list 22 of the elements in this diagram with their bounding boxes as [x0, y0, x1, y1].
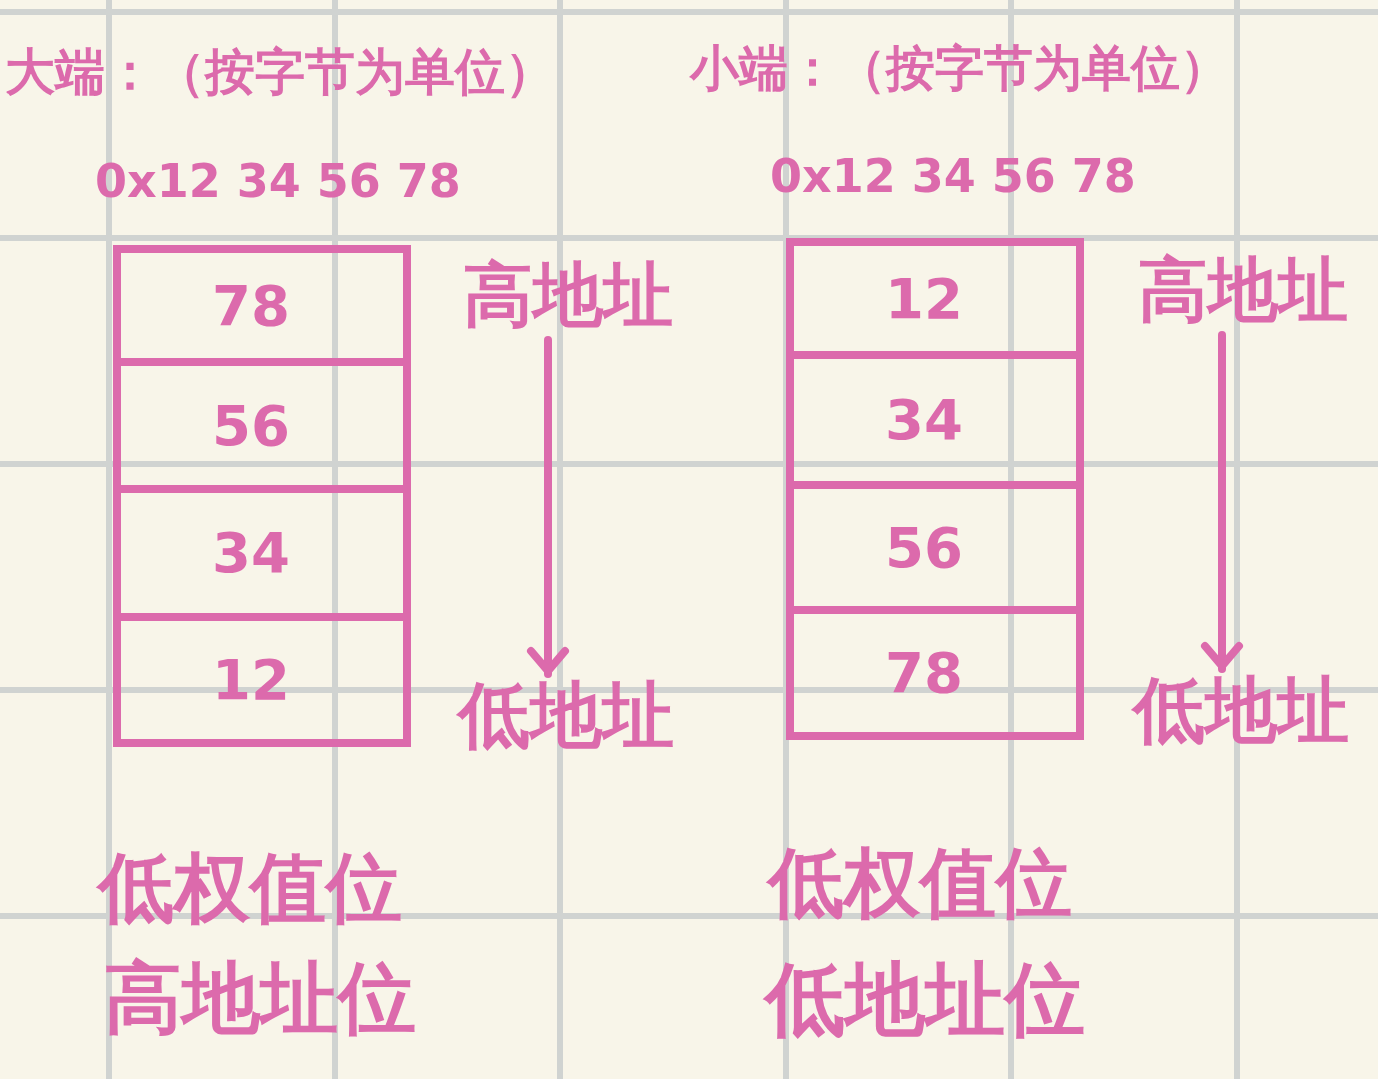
heading-text: 大端：（按字节为单位） — [5, 45, 555, 100]
address-label: 低地址 — [1133, 671, 1349, 751]
address-label: 高地址 — [463, 257, 673, 334]
byte-value: 78 — [212, 274, 290, 337]
note-text: 低权值位 — [98, 846, 402, 930]
byte-value: 56 — [885, 516, 963, 579]
heading-text: 小端：（按字节为单位） — [690, 42, 1229, 96]
byte-value: 78 — [885, 642, 963, 704]
address-label: 高地址 — [1138, 252, 1348, 329]
note-text: 低权值位 — [768, 841, 1072, 925]
hex-value-text: 0x12 34 56 78 — [95, 156, 461, 207]
byte-value: 56 — [212, 394, 290, 457]
address-label: 低地址 — [458, 676, 674, 756]
byte-value: 34 — [885, 389, 963, 451]
byte-value: 34 — [212, 522, 290, 584]
note-text: 低地址位 — [765, 956, 1085, 1044]
byte-value: 12 — [885, 267, 963, 330]
arrow — [1201, 331, 1243, 673]
hex-value-text: 0x12 34 56 78 — [770, 151, 1136, 202]
byte-value: 12 — [212, 649, 290, 711]
note-text: 高地址位 — [104, 956, 416, 1042]
arrow — [527, 336, 569, 678]
